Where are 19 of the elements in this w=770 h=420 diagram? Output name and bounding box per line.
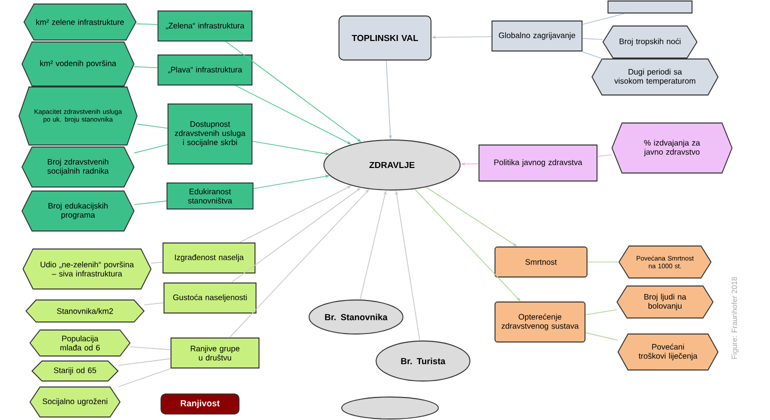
connector-line [118,358,171,366]
connector-line [130,346,171,350]
connector-line [134,200,167,206]
connector-line [581,51,603,60]
connector-line [582,38,604,40]
ellipse [341,396,439,420]
connector-line [585,309,618,316]
connector-line [136,124,168,129]
connector-line [136,23,158,25]
connector-line [585,332,618,341]
box [608,0,692,14]
connector-line [144,302,164,306]
connector-line [150,262,163,264]
connector-line [118,368,172,388]
connector-line [134,66,158,68]
connector-line [134,144,168,154]
connector-line [597,154,612,157]
rounded-box: Ranjivost [160,394,240,414]
rounded-box: TOPLINSKI VAL [338,16,432,60]
